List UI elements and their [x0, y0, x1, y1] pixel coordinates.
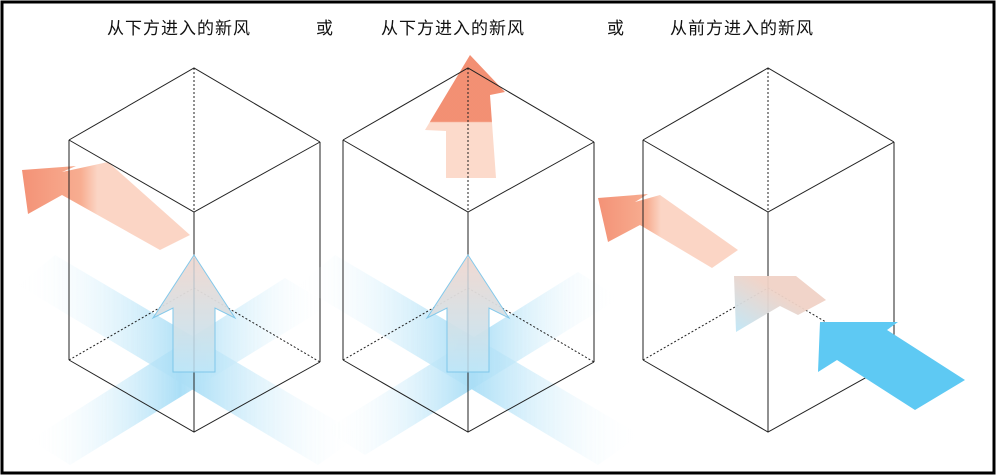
caption-or-1: 或: [316, 19, 334, 39]
fresh-air-front-arrow: [818, 322, 965, 410]
caption-or-2: 或: [607, 19, 625, 39]
caption-panel-2: 从下方进入的新风: [381, 19, 525, 39]
supply-air-mixed-arrow: [734, 276, 826, 332]
exhaust-arrow-left: [22, 162, 190, 250]
caption-panel-3: 从前方进入的新风: [670, 19, 814, 39]
panel-1: [18, 67, 360, 465]
exhaust-arrow-up: [425, 55, 505, 178]
caption-panel-1: 从下方进入的新风: [107, 19, 251, 39]
panel-2: [298, 55, 640, 465]
panel-3: [598, 67, 965, 433]
exhaust-arrow-left: [598, 194, 738, 268]
